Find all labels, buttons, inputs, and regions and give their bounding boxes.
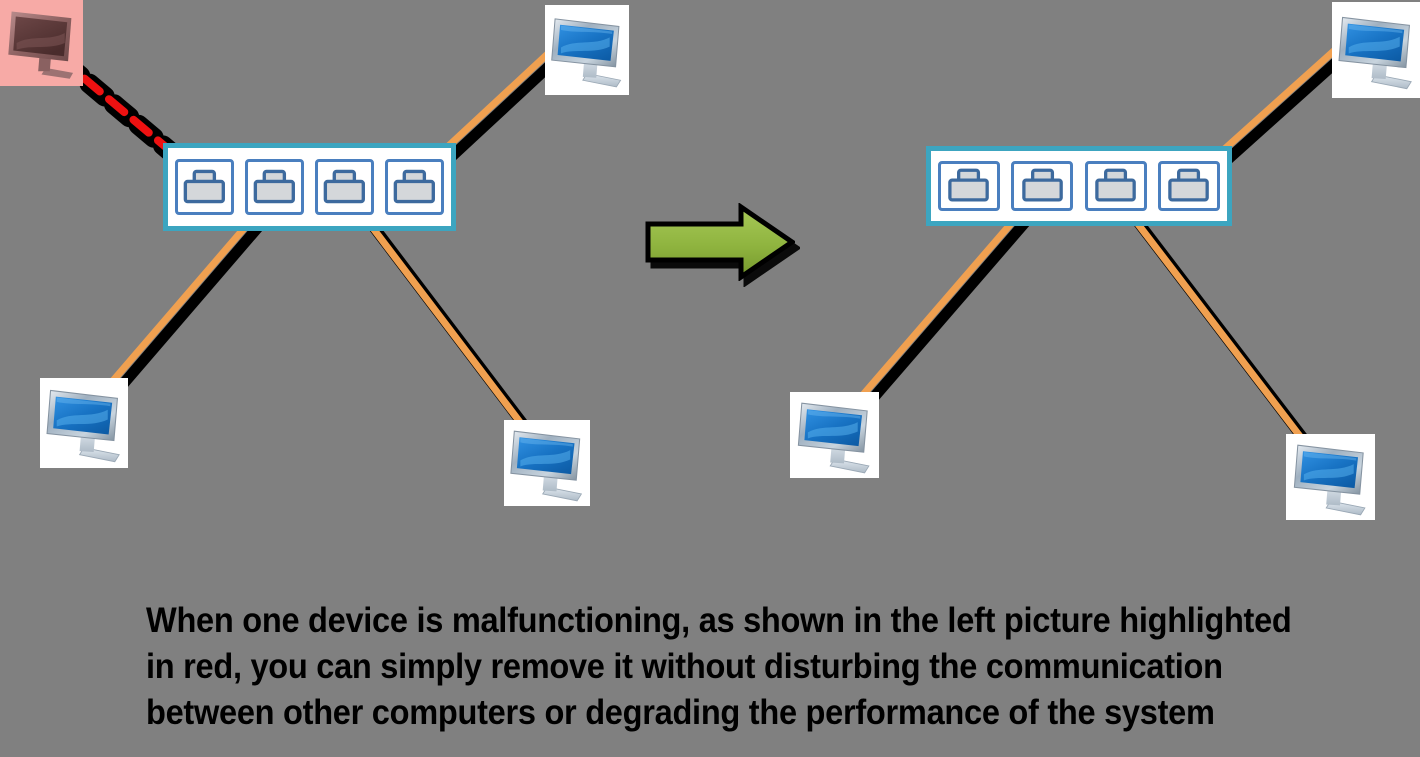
caption-text: When one device is malfunctioning, as sh…: [146, 601, 1292, 732]
pc-right-bottom-left[interactable]: [790, 392, 879, 478]
link-right-port3: [1108, 186, 1316, 456]
switch-right-port-3[interactable]: [1084, 160, 1147, 212]
pc-broken[interactable]: [0, 0, 83, 86]
pc-right-bottom-right[interactable]: [1286, 434, 1375, 520]
pc-left-top[interactable]: [545, 5, 629, 95]
switch-right-port-4[interactable]: [1157, 160, 1220, 212]
link-right-port3-shadow: [1113, 191, 1325, 465]
network-switch-right[interactable]: [926, 146, 1232, 226]
switch-right-port-1[interactable]: [938, 160, 1001, 212]
network-switch-left[interactable]: [163, 143, 456, 231]
switch-left-port-2[interactable]: [244, 158, 305, 216]
switch-left-port-3[interactable]: [314, 158, 375, 216]
switch-right-port-2[interactable]: [1011, 160, 1074, 212]
switch-left-port-1[interactable]: [175, 158, 235, 216]
switch-left-port-4[interactable]: [384, 158, 444, 216]
pc-left-bottom-right[interactable]: [504, 420, 590, 506]
pc-left-bottom-left[interactable]: [40, 378, 128, 468]
link-left-port3-shadow: [345, 191, 545, 451]
link-right-port2-shadow: [856, 191, 1053, 417]
transition-arrow: [645, 203, 795, 281]
pc-right-top[interactable]: [1332, 2, 1420, 98]
